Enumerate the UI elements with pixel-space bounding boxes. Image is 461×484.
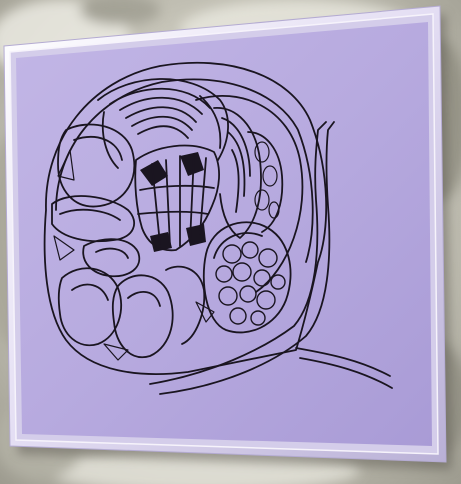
panel	[16, 22, 432, 446]
